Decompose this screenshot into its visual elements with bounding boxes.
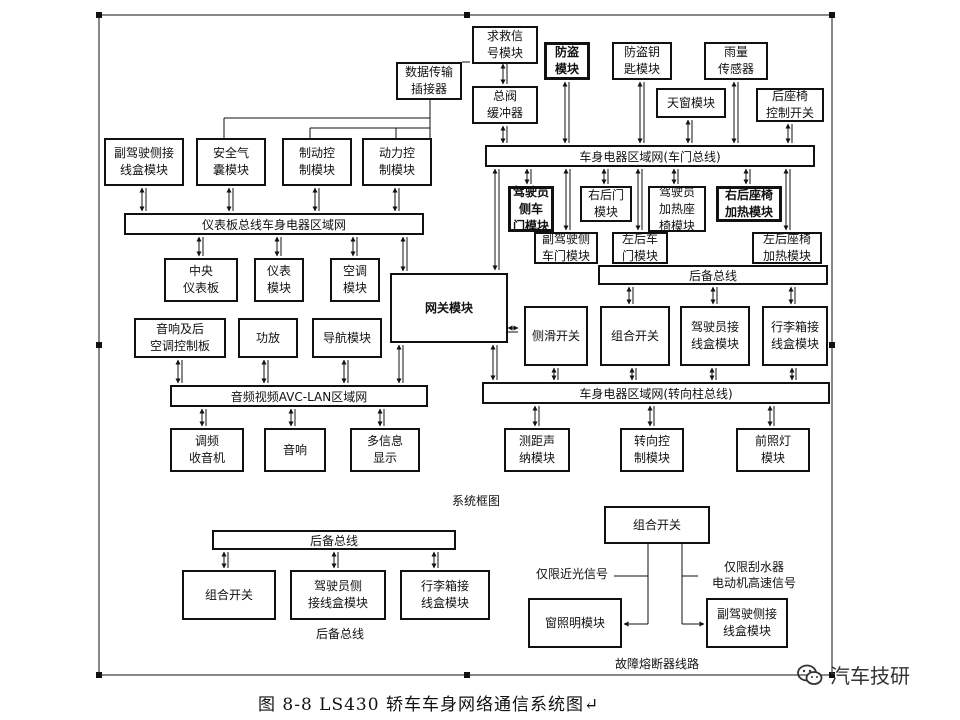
right-rear-door-module: 右后门 模块 — [580, 186, 632, 222]
wechat-icon — [797, 664, 823, 685]
headlamp-module: 前照灯 模块 — [736, 428, 810, 472]
trunk-junction-block: 行李箱接 线盒模块 — [762, 306, 828, 366]
yaw-switch: 侧滑开关 — [524, 306, 588, 366]
sub-trunk-junction-block: 行李箱接 线盒模块 — [400, 570, 490, 620]
audio-rear-ac-panel: 音响及后 空调控制板 — [134, 318, 226, 358]
backup-bus-sub: 后备总线 — [212, 530, 456, 550]
frame-handle — [96, 672, 102, 678]
watermark: 汽车技研 — [796, 660, 910, 689]
sub-driver-junction-block: 驾驶员侧 接线盒模块 — [290, 570, 386, 620]
right-rear-heated-seat-module: 右后座椅 加热模块 — [716, 186, 782, 222]
brake-module: 制动控 制模块 — [282, 138, 352, 186]
left-rear-heated-seat-module: 左后座椅 加热模块 — [752, 232, 822, 264]
passenger-door-module: 副驾驶侧 车门模块 — [534, 232, 598, 264]
ac-module: 空调 模块 — [330, 258, 380, 302]
frame-handle — [96, 342, 102, 348]
window-light-module: 窗照明模块 — [528, 598, 622, 648]
frame-handle — [829, 12, 835, 18]
power-module: 动力控 制模块 — [362, 138, 432, 186]
antitheft-module: 防盗 模块 — [544, 42, 590, 80]
door-bus: 车身电器区域网(车门总线) — [485, 145, 815, 167]
wiper-signal: 仅限刮水器 电动机高速信号 — [711, 560, 796, 590]
fm-radio: 调频 收音机 — [170, 428, 244, 472]
frame-handle — [829, 672, 835, 678]
speaker: 音响 — [264, 428, 326, 472]
backup-bus: 后备总线 — [598, 265, 828, 285]
meter-module: 仪表 模块 — [254, 258, 304, 302]
navigation-module: 导航模块 — [312, 318, 382, 358]
backup-bus-label: 后备总线 — [315, 627, 364, 641]
fuse-combination-switch: 组合开关 — [604, 506, 710, 544]
frame-handle — [464, 12, 470, 18]
frame-handle — [96, 12, 102, 18]
fuse-circuit-label: 故障熔断器线路 — [614, 657, 699, 671]
gateway-module: 网关模块 — [390, 273, 508, 343]
sonar-module: 测距声 纳模块 — [504, 428, 570, 472]
frame-handle — [464, 672, 470, 678]
sunroof-module: 天窗模块 — [656, 88, 726, 118]
antitheft-key-module: 防盗钥 匙模块 — [612, 42, 672, 80]
avc-lan-bus: 音频视频AVC-LAN区域网 — [170, 385, 428, 407]
center-panel: 中央 仪表板 — [164, 258, 238, 302]
steering-bus: 车身电器区域网(转向柱总线) — [482, 382, 830, 404]
driver-heated-seat-module: 驾驶员 加热座 椅模块 — [648, 185, 706, 233]
airbag-module: 安全气 囊模块 — [196, 138, 266, 186]
driver-junction-block: 驾驶员接 线盒模块 — [680, 306, 750, 366]
instrument-bus: 仪表板总线车身电器区域网 — [124, 213, 424, 235]
driver-door-module: 驾驶员 侧车 门模块 — [508, 185, 554, 233]
left-rear-door-module: 左后车 门模块 — [612, 232, 668, 264]
system-diagram-label: 系统框图 — [451, 494, 500, 508]
low-beam-signal: 仅限近光信号 — [535, 567, 608, 581]
valve-buffer: 总阀 缓冲器 — [472, 86, 538, 124]
turn-control-module: 转向控 制模块 — [620, 428, 684, 472]
frame-handle — [829, 342, 835, 348]
combination-switch: 组合开关 — [600, 306, 670, 366]
amplifier: 功放 — [238, 318, 298, 358]
rescue-module: 求救信 号模块 — [472, 26, 538, 64]
rain-sensor: 雨量 传感器 — [704, 42, 768, 80]
multi-info-display: 多信息 显示 — [350, 428, 420, 472]
passenger-junction-block: 副驾驶侧接 线盒模块 — [104, 138, 184, 186]
rear-seat-switch: 后座椅 控制开关 — [756, 88, 824, 122]
fuse-passenger-junction-block: 副驾驶侧接 线盒模块 — [706, 598, 788, 648]
watermark-text: 汽车技研 — [830, 664, 910, 688]
sub-combination-switch: 组合开关 — [182, 570, 276, 620]
data-link-connector: 数据传输 插接器 — [396, 62, 462, 100]
figure-caption: 图 8-8 LS430 轿车车身网络通信系统图↵ — [258, 695, 600, 715]
